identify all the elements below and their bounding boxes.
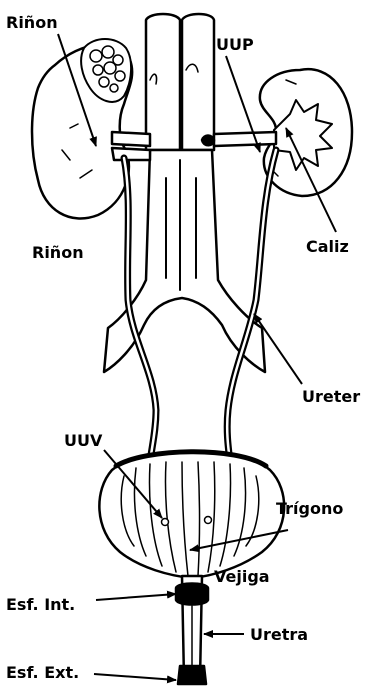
left-ureterovesical-orifice [162,519,169,526]
right-renal-vessels-2 [202,136,214,146]
pointer-esf-ext [94,674,176,680]
label-uup: UUP [216,35,254,54]
label-caliz: Caliz [306,237,349,256]
label-trigono: Trígono [276,499,343,518]
label-uretra: Uretra [250,625,308,644]
label-rinon-left: Riñon [32,243,84,262]
external-sphincter [178,666,206,684]
label-rinon-top: Riñon [6,13,58,32]
bladder [99,451,284,578]
label-esf-int: Esf. Int. [6,595,75,614]
label-uuv: UUV [64,431,103,450]
pointer-esf-int [96,594,176,600]
label-ureter: Ureter [302,387,360,406]
right-ureterovesical-orifice [205,517,212,524]
vena-cava [182,14,214,150]
left-renal-vessels [112,132,150,146]
aorta [146,14,180,150]
internal-sphincter [176,584,208,605]
left-renal-vessels-2 [112,148,150,160]
label-vejiga: Vejiga [214,567,270,586]
label-esf-ext: Esf. Ext. [6,663,79,682]
right-renal-vessels [214,132,276,146]
